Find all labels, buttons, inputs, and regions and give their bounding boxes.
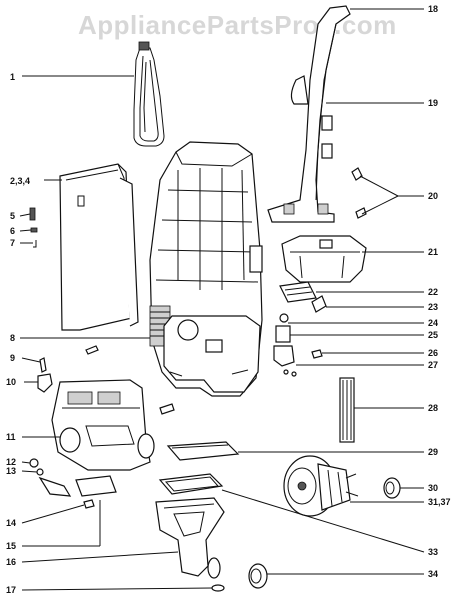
part-17-washer	[211, 584, 225, 592]
callout-6: 6	[10, 226, 15, 236]
callout-34: 34	[428, 569, 438, 579]
callout-labels: 1 2,3,4 5 6 7 8 9 10 11 12 13 14 15 16 1…	[6, 4, 451, 595]
callout-23: 23	[428, 302, 438, 312]
part-20-screws	[351, 167, 367, 219]
callout-29: 29	[428, 447, 438, 457]
part-34-wheel	[248, 563, 268, 589]
callout-17: 17	[6, 585, 16, 595]
callout-8: 8	[10, 333, 15, 343]
callout-28: 28	[428, 403, 438, 413]
part-31-motor	[283, 455, 359, 517]
callout-31-37: 31,37	[428, 497, 451, 507]
part-10-clip	[37, 373, 53, 393]
part-1-belt	[133, 41, 165, 147]
parts-24-27-small	[273, 313, 323, 377]
part-14-15-brackets	[38, 475, 117, 509]
callout-16: 16	[6, 557, 16, 567]
part-33-frame	[158, 473, 224, 495]
leader-lines	[19, 8, 425, 591]
part-2-rear-panel	[59, 163, 139, 331]
part-21-cover	[281, 235, 367, 283]
callout-24: 24	[428, 318, 438, 328]
callout-2-3-4: 2,3,4	[10, 176, 30, 186]
part-19-handle	[267, 5, 351, 223]
callout-15: 15	[6, 541, 16, 551]
callout-22: 22	[428, 287, 438, 297]
callout-33: 33	[428, 547, 438, 557]
callout-19: 19	[428, 98, 438, 108]
part-29-filter-pad	[166, 441, 240, 461]
part-30-cap	[383, 477, 401, 499]
callout-11: 11	[6, 432, 16, 442]
callout-30: 30	[428, 483, 438, 493]
callout-13: 13	[6, 466, 16, 476]
part-28-roller	[339, 377, 355, 443]
callout-7: 7	[10, 238, 15, 248]
part-9-pin	[39, 345, 99, 373]
callout-26: 26	[428, 348, 438, 358]
callout-12: 12	[6, 457, 16, 467]
callout-18: 18	[428, 4, 438, 14]
part-22-filter	[279, 281, 317, 303]
callout-20: 20	[428, 191, 438, 201]
callout-5: 5	[10, 211, 15, 221]
callout-14: 14	[6, 518, 16, 528]
part-11-lower-housing	[51, 379, 175, 471]
callout-25: 25	[428, 330, 438, 340]
part-16-nozzle	[155, 497, 225, 579]
part-8-main-body	[149, 141, 263, 397]
parts-5-6-7-fasteners	[29, 207, 38, 248]
callout-27: 27	[428, 360, 438, 370]
callout-10: 10	[6, 377, 16, 387]
parts-12-13-knob	[29, 458, 44, 476]
callout-1: 1	[10, 72, 15, 82]
callout-21: 21	[428, 247, 438, 257]
callout-9: 9	[10, 353, 15, 363]
part-23-bracket	[311, 295, 327, 313]
